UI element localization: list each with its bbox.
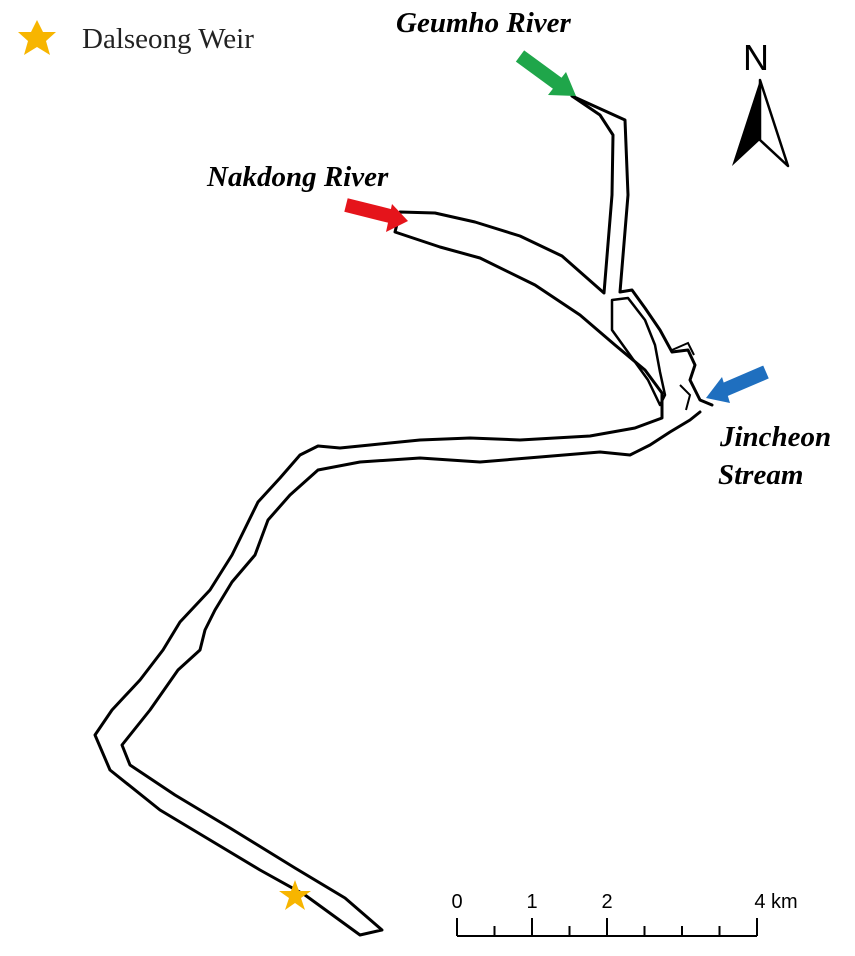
scale-bar-ticks: [456, 918, 758, 936]
river-bank-detail: [671, 341, 695, 411]
weir-location-star-icon: [279, 880, 311, 910]
jincheon-stream-label-line2: Stream: [718, 459, 803, 491]
nakdong-river-label: Nakdong River: [206, 161, 389, 193]
jincheon-arrow: [706, 365, 769, 403]
river-east-bank: [570, 94, 714, 407]
north-arrow-right-half-icon: [758, 78, 790, 168]
geumho-river-label: Geumho River: [396, 7, 572, 39]
geumho-arrow: [515, 50, 576, 96]
scale-label-4km: 4 km: [754, 891, 797, 913]
legend-star-icon: [18, 20, 56, 55]
jincheon-stream-label-line1: Jincheon: [719, 421, 831, 453]
river-west-bank: [93, 94, 702, 937]
scale-label-2: 2: [601, 891, 612, 913]
north-label: N: [743, 37, 769, 78]
legend-weir-label: Dalseong Weir: [82, 23, 254, 55]
scale-label-0: 0: [451, 891, 462, 913]
legend: Dalseong Weir: [18, 20, 254, 55]
nakdong-arrow: [344, 198, 408, 232]
scale-bar: 0 1 2 4 km: [451, 891, 798, 937]
river-island: [610, 296, 667, 407]
north-arrow: N: [732, 37, 790, 168]
scale-label-1: 1: [526, 891, 537, 913]
north-arrow-left-half-icon: [732, 80, 760, 166]
